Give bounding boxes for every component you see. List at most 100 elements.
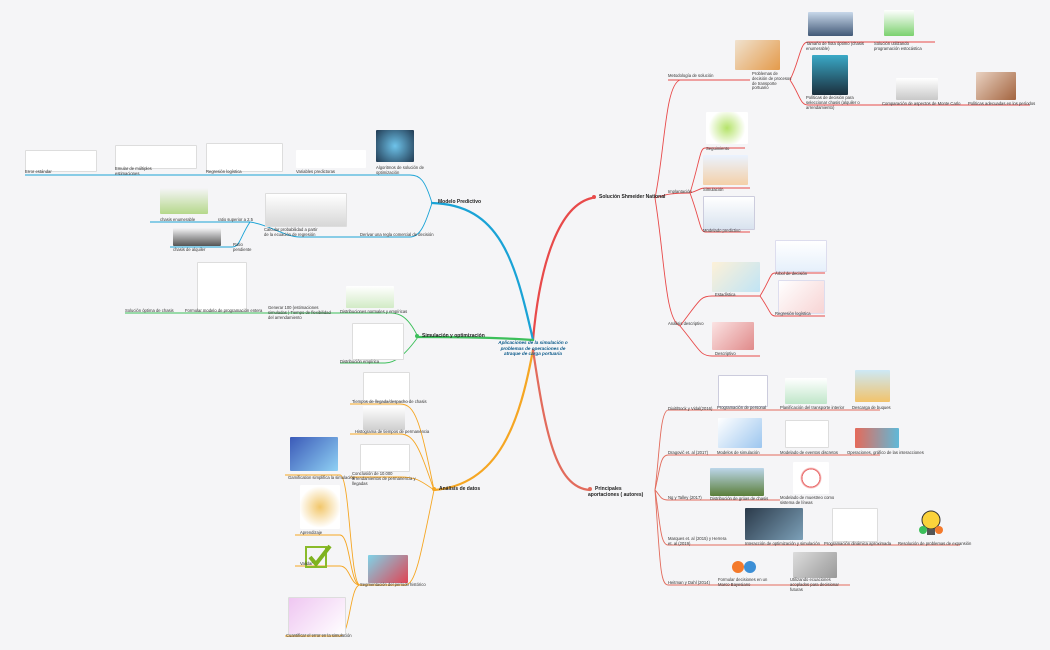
modelado-label[interactable]: Modelado predictivo	[703, 228, 741, 233]
politicas2-label[interactable]: Políticas adecuadas en los períodos	[968, 101, 1036, 106]
problemas-label[interactable]: Problemas de decisión de procesos de tra…	[752, 71, 792, 91]
a3-1-label[interactable]: Distribución de grúas de chasis	[710, 496, 769, 501]
emular-label[interactable]: Emular de múltiples estimaciones	[115, 166, 152, 176]
simulacion-image	[703, 155, 748, 185]
problemas-image	[735, 40, 780, 70]
tamano-label[interactable]: Tamaño de flota óptimo (chasis enumerabl…	[806, 41, 864, 51]
ratio-pend-label[interactable]: Ratio pendiente	[233, 242, 252, 252]
tiempos-image	[363, 372, 410, 402]
chasis-enum-label[interactable]: chasis enumerable	[160, 217, 196, 222]
comparacion-label[interactable]: Comparación de aspectos de Monte Carlo	[882, 101, 961, 106]
autor-5[interactable]: Heitman y Dahl (2014)	[668, 580, 710, 585]
tiempos-label[interactable]: Tiempos de llegada/despacho de chasis	[352, 399, 427, 404]
generar-label[interactable]: Generar 100 (estimaciones simuladas ) Ti…	[268, 305, 331, 320]
branch-line-simulacion	[416, 335, 535, 342]
seguimiento-label[interactable]: Seguimiento	[706, 146, 730, 151]
a4-2-image	[832, 508, 878, 542]
a4-1-label[interactable]: Interacción de optimización y simulación	[745, 541, 820, 546]
a1-2-label[interactable]: Planificación del transporte interior	[780, 405, 845, 410]
autor-3[interactable]: Ng y Talley (2017)	[668, 495, 702, 500]
calcular-label[interactable]: Calcular probabilidad a partir de la ecu…	[264, 227, 318, 237]
autor-2[interactable]: Dragović et. al (2017)	[668, 450, 709, 455]
regresion-mod-label[interactable]: Regresión logística	[206, 169, 242, 174]
arbol-image	[775, 240, 827, 272]
cuantificar-label[interactable]: Cuantificar el error en la simulación	[286, 633, 352, 638]
a2-1-label[interactable]: Modelos de simulación	[717, 450, 760, 455]
segmentacion-label[interactable]: Segmentación del período histórico	[360, 582, 426, 587]
a2-3-image	[855, 428, 899, 448]
a3-2-label[interactable]: Modelado de muestreo como sistema de lín…	[780, 495, 835, 505]
a1-2-image	[785, 378, 827, 404]
analisis-descriptivo-label[interactable]: Análisis descriptivo	[668, 321, 704, 326]
a1-1-label[interactable]: Programación de personal	[717, 405, 767, 410]
a2-2-image	[785, 420, 829, 448]
algoritmos-image	[376, 130, 414, 162]
network-image	[197, 262, 247, 312]
branch-simulacion-label: Simulación y optimización	[422, 333, 485, 339]
algoritmos-label[interactable]: Algoritmos de solución de optimización	[376, 165, 424, 175]
bullet-icon	[432, 486, 436, 491]
branch-aportaciones-label: Principales aportaciones ( autores)	[588, 486, 644, 498]
branch-line-modelo	[430, 201, 535, 342]
implantacion-label[interactable]: Implantación	[668, 189, 692, 194]
estimador-label[interactable]: Error estándar	[25, 169, 52, 174]
a1-3-image	[855, 370, 890, 402]
a3-1-image	[710, 468, 764, 496]
code-image	[115, 145, 197, 169]
branch-modelo[interactable]: Modelo Predictivo	[438, 199, 481, 205]
histograma-image	[363, 406, 405, 430]
branch-simulacion[interactable]: Simulación y optimización	[415, 333, 485, 339]
check-icon	[304, 543, 332, 571]
distribuciones-label[interactable]: Distribuciones normales y empíricas	[340, 309, 408, 314]
table-image	[25, 150, 97, 172]
a2-3-label[interactable]: Operaciones, gráfico de las interaccione…	[847, 450, 924, 455]
empirica-label[interactable]: Distribución empírica	[340, 359, 380, 364]
chasis-alq-label[interactable]: chasis de alquiler	[173, 247, 206, 252]
autor-4[interactable]: Marques et. al (2015) y Herrera et. al (…	[668, 536, 727, 546]
branch-line-solucion	[531, 196, 594, 342]
metodologia-label[interactable]: Metodología de solución	[668, 73, 714, 78]
arbol-label[interactable]: Árbol de decisión	[775, 271, 808, 276]
branch-solucion-label: Solución Shmeider National	[599, 194, 666, 200]
aprendizaje-label[interactable]: Aprendizaje	[300, 530, 323, 535]
histograma-label[interactable]: Histograma de tiempos de permanencia	[355, 429, 430, 434]
seguimiento-image	[706, 112, 748, 144]
politicas-label[interactable]: Políticas de decisión para seleccionar c…	[806, 95, 860, 110]
center-topic[interactable]: Aplicaciones de la simulación o problema…	[498, 340, 568, 356]
simulacion-label[interactable]: Simulación	[703, 187, 724, 192]
a1-1-image	[718, 375, 768, 407]
cuantificar-image	[288, 597, 346, 635]
regresion-sol-label[interactable]: Regresión logística	[775, 311, 811, 316]
ratio-label[interactable]: ratio superior a 2.5	[218, 217, 253, 222]
a5-1-label[interactable]: Formular decisiones en un Marco Bayesian…	[718, 577, 768, 587]
variables-label[interactable]: Variables predictoras	[296, 169, 336, 174]
decision-image	[812, 55, 848, 95]
gamification-image	[290, 437, 338, 471]
derivar-label[interactable]: Derivar una regla comercial de decisión	[360, 232, 434, 237]
output-image	[206, 143, 283, 172]
branch-line-aportaciones	[531, 348, 592, 492]
validar-label[interactable]: Validar	[300, 561, 313, 566]
a5-2-label[interactable]: Utilizando ecuaciones acoplados para dec…	[790, 577, 839, 592]
a4-3-label[interactable]: Resolución de problemas de expansión	[898, 541, 972, 546]
formular-label[interactable]: Formular modelo de programación entera	[185, 308, 263, 313]
branch-aportaciones[interactable]: Principales aportaciones ( autores)	[588, 486, 650, 498]
branch-analisis[interactable]: Análisis de datos	[432, 486, 480, 492]
descriptivo-label[interactable]: Descriptivo	[715, 351, 736, 356]
a4-2-label[interactable]: Programación dinámica aproximada	[824, 541, 892, 546]
conclusion-image	[360, 444, 410, 472]
modelado-image	[703, 196, 755, 230]
histogram-image	[265, 193, 347, 227]
autor-1[interactable]: Dixit/Bock y Vidal(2016)	[668, 406, 713, 411]
solucion-opt-label[interactable]: Solución utilizando programación estocás…	[874, 41, 922, 51]
a2-1-image	[718, 418, 762, 448]
montecarlo-image	[896, 78, 938, 100]
a1-3-label[interactable]: Descarga de buques	[852, 405, 891, 410]
estadistica-label[interactable]: Estadística	[715, 292, 736, 297]
conclusion-label[interactable]: Conclusión de 10.000 arrendamientos de p…	[352, 471, 416, 486]
branch-solucion[interactable]: Solución Shmeider National	[592, 194, 665, 200]
a2-2-label[interactable]: Modelado de eventos discretos	[780, 450, 838, 455]
solucion-chasis-label[interactable]: Solución óptima de chasis	[125, 308, 174, 313]
gamification-label[interactable]: Gamification simplifica la simulación	[288, 475, 356, 480]
